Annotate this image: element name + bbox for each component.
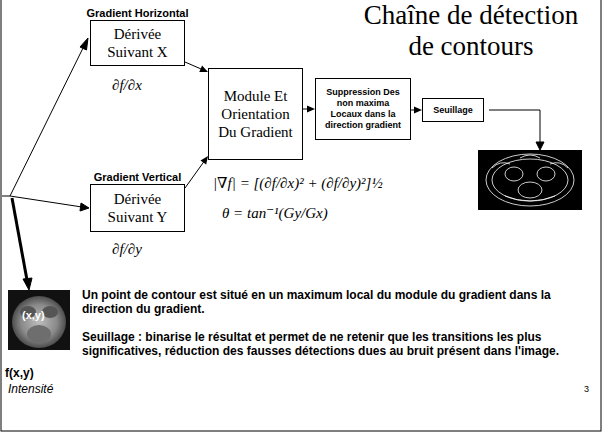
- arrowhead: [307, 106, 315, 113]
- connector: [185, 62, 208, 72]
- slide-frame: [1, 0, 601, 431]
- process-node: Seuillage: [422, 98, 484, 122]
- box-text: Module Et Orientation Du Gradient: [213, 87, 298, 141]
- gradient-heading: Gradient Vertical: [94, 170, 181, 184]
- page-number: 3: [584, 384, 589, 394]
- arrowhead: [200, 156, 208, 165]
- process-box: Seuillage: [422, 98, 484, 122]
- derivative-formula: ∂f/∂y: [112, 240, 142, 258]
- box-text: Dérivée Suivant Y: [95, 190, 180, 226]
- output-arrow: [489, 110, 544, 150]
- process-node: Module Et Orientation Du Gradient: [208, 68, 303, 160]
- image-label: f(x,y): [5, 366, 34, 380]
- input-fork: [2, 38, 89, 211]
- slide-title: Chaîne de détection de contours: [355, 0, 587, 62]
- connector-line: [185, 162, 204, 188]
- process-box: Dérivée Suivant X: [90, 20, 185, 66]
- process-box: Dérivée Suivant Y: [90, 184, 185, 232]
- note-text: Seuillage : binarise le résultat et perm…: [82, 330, 587, 358]
- box-text: Suppression Des non maxima Locaux dans l…: [320, 87, 406, 131]
- input-arrow: [12, 198, 32, 290]
- derivative-formula: ∂f/∂x: [112, 76, 142, 94]
- process-box: Module Et Orientation Du Gradient: [208, 68, 303, 160]
- note-text: Un point de contour est situé en un maxi…: [82, 288, 587, 316]
- gradient-heading: Gradient Horizontal: [86, 6, 188, 20]
- box-text: Dérivée Suivant X: [95, 25, 180, 61]
- arrowhead: [414, 107, 422, 114]
- connector: [303, 106, 315, 113]
- brain-image: [8, 290, 70, 350]
- arrowhead: [199, 66, 208, 72]
- process-node: Suppression Des non maxima Locaux dans l…: [315, 78, 411, 140]
- pixel-label: (x,y): [22, 309, 62, 322]
- gradient-orientation-formula: θ = tan⁻¹(Gy/Gx): [222, 204, 328, 222]
- process-node: Gradient HorizontalDérivée Suivant X: [90, 6, 185, 66]
- process-box: Suppression Des non maxima Locaux dans l…: [315, 78, 411, 140]
- edge-image: [478, 150, 582, 210]
- connector-line: [185, 62, 202, 69]
- image-label: Intensité: [8, 382, 53, 396]
- box-text: Seuillage: [433, 105, 473, 116]
- process-node: Gradient VerticalDérivée Suivant Y: [90, 170, 185, 232]
- connector: [411, 107, 422, 114]
- gradient-magnitude-formula: |∇f| = [(∂f/∂x)² + (∂f/∂y)²]½: [213, 174, 383, 192]
- connector: [185, 156, 208, 188]
